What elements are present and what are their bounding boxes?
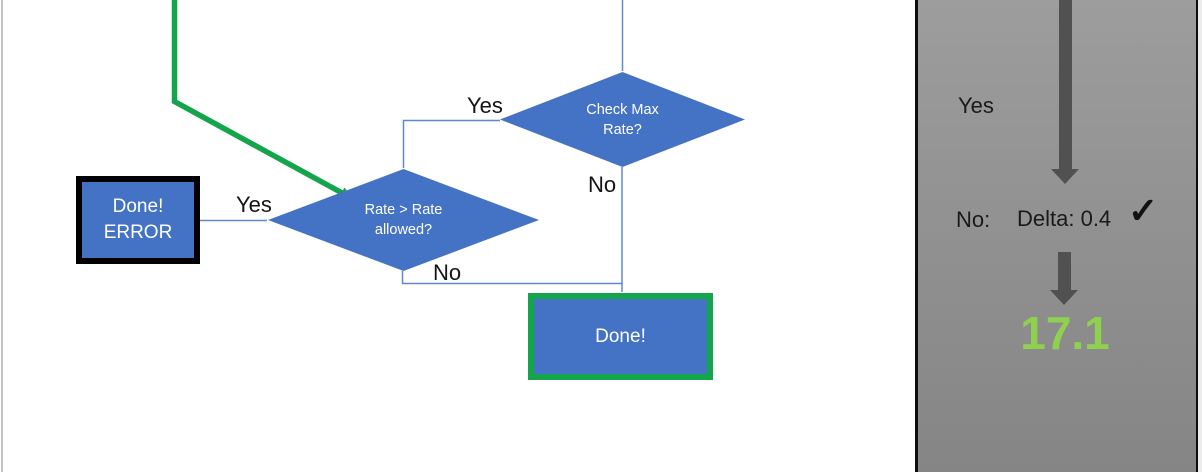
done-error-line1: Done! (112, 196, 164, 217)
result-value: 17.1 (1020, 307, 1110, 359)
decision2-label: Rate > Rate allowed? (364, 202, 443, 238)
side-panel (915, 0, 1198, 472)
decision2-no-label: No (433, 260, 462, 285)
done-error-box: Done! ERROR (76, 176, 200, 264)
decision2-yes-label: Yes (236, 192, 272, 217)
done-box-label: Done! (595, 325, 646, 347)
decision1-yes-label: Yes (467, 93, 503, 118)
down-arrow-bottom-shaft (1058, 252, 1071, 290)
checkmark-icon: ✓ (1128, 190, 1159, 231)
down-arrow-top-icon (1051, 169, 1079, 184)
decision-diamond-check-max-rate: Check Max Rate? (500, 72, 745, 167)
decision1-no-label: No (588, 172, 617, 197)
down-arrow-top-shaft (1059, 0, 1072, 169)
green-flow-line (171, 0, 345, 196)
decision-diamond-rate-allowed: Rate > Rate allowed? (268, 169, 539, 271)
done-error-line2: ERROR (103, 222, 173, 243)
panel-yes-label: Yes (958, 93, 994, 118)
panel-delta-value: Delta: 0.4 (1017, 206, 1112, 231)
connector-decision1-yes (402, 119, 500, 168)
done-box: Done! (528, 293, 713, 380)
down-arrow-bottom-icon (1050, 290, 1078, 305)
window-right-edge-strip (1197, 0, 1202, 472)
decision1-label: Check Max Rate? (586, 101, 659, 138)
panel-no-label: No: (956, 207, 991, 232)
slide-left-edge-line (1, 0, 3, 472)
